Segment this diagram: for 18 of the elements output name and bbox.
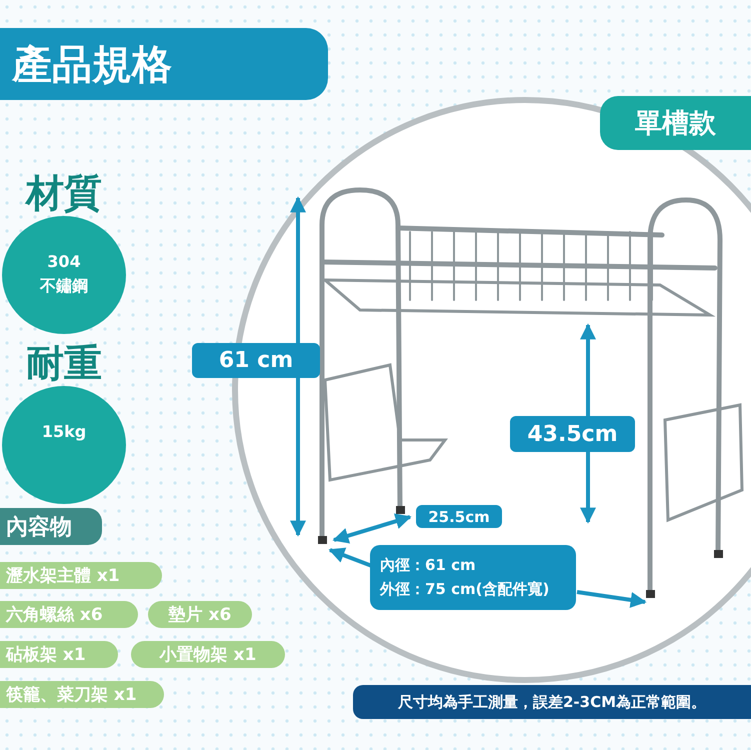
badge-heading: 耐重 — [25, 340, 103, 386]
dimension-label: 內徑：61 cm 外徑：75 cm(含配件寬) — [370, 545, 576, 610]
spec-value: 15kg — [40, 421, 88, 443]
dimension-label: 25.5cm — [416, 505, 502, 528]
spec-value: 304 不鏽鋼 — [38, 251, 89, 297]
title-banner: 產品規格 — [0, 28, 328, 100]
dimension-label: 61 cm — [192, 343, 320, 378]
model-tab: 單槽款 — [600, 96, 751, 150]
item-tag: 筷籠、菜刀架 x1 — [0, 681, 164, 708]
item-tag: 砧板架 x1 — [0, 641, 118, 668]
item-tag: 瀝水架主體 x1 — [0, 562, 162, 589]
item-tag: 墊片 x6 — [148, 601, 252, 628]
item-tag: 小置物架 x1 — [131, 641, 285, 668]
dimension-label: 43.5cm — [510, 416, 635, 452]
section-header: 內容物 — [0, 508, 102, 545]
badge-heading: 材質 — [24, 170, 103, 216]
item-tag: 六角螺絲 x6 — [0, 601, 138, 628]
notice-banner: 尺寸均為手工測量，誤差2-3CM為正常範圍。 — [353, 685, 751, 719]
